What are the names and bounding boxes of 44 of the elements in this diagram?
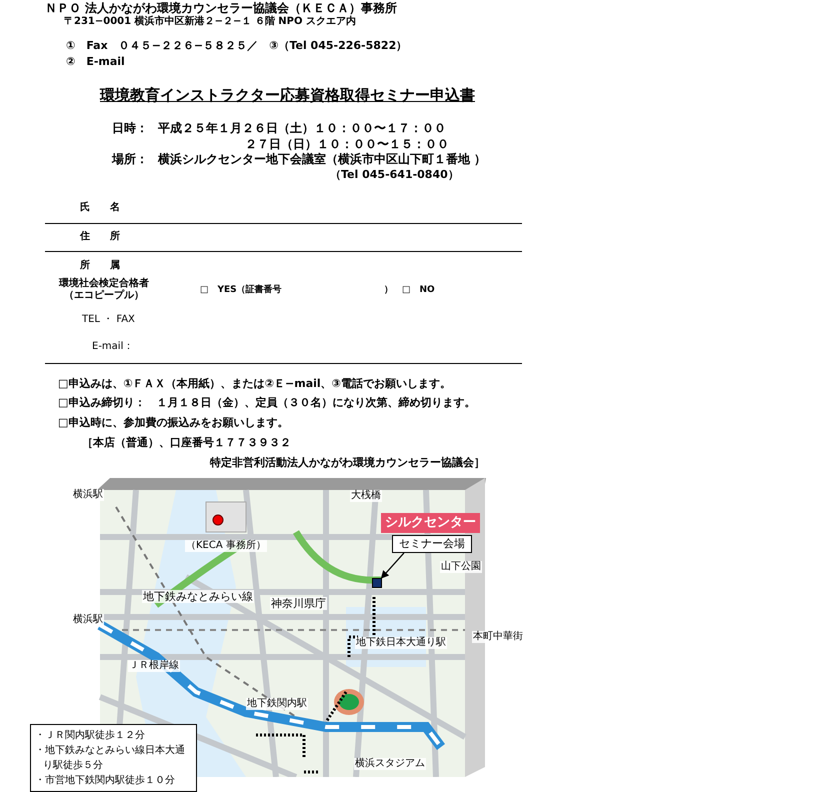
map-label: 神奈川県庁 (270, 597, 327, 610)
title: 環境教育インストラクター応募資格取得セミナー申込書 (100, 86, 475, 104)
text: 〒231−0001 横浜市中区新港２−２−１ ６階 NPO スクエア内 (64, 16, 356, 28)
map-label: 地下鉄日本大通り駅 (355, 637, 447, 649)
map-label: 大桟橋 (350, 490, 382, 502)
map-label: 山下公園 (440, 561, 482, 573)
field-label: 日時： (112, 121, 148, 136)
text: ［本店（普通）、口座番号１７７３９３２ (82, 436, 291, 450)
text: □申込みは、①ＦＡＸ（本用紙）、または②Ｅ−mail、③電話でお願いします。 (58, 377, 451, 390)
form-label: TEL ・ FAX (82, 314, 135, 326)
walking-note: ・ＪＲ関内駅徒歩１２分 (35, 728, 146, 743)
info-box (30, 724, 197, 792)
map-label: 横浜駅 (72, 489, 104, 501)
map-label: 本町中華街 (472, 631, 524, 643)
text: □申込時に、参加費の振込みをお願いします。 (58, 416, 288, 430)
form-label: 所 属 (80, 260, 120, 272)
text: ① Fax ０４５−２２６−５８２５／ ③（Tel 045-226-5822） (66, 39, 408, 52)
map-label: 地下鉄関内駅 (246, 698, 308, 710)
callout-box: セミナー会場 (392, 535, 472, 553)
form-label: 氏 名 (80, 202, 120, 214)
form-label: □ YES（証書番号 (200, 285, 282, 296)
map-label: （KECA 事務所） (185, 540, 267, 552)
form-label: E-mail： (92, 341, 134, 353)
text: ② E-mail (66, 55, 125, 68)
form-label: ） □ NO (384, 285, 435, 296)
field-label: 場所： (112, 152, 148, 166)
walking-note: ・市営地下鉄関内駅徒歩１０分 (35, 774, 176, 788)
form-label: 住 所 (80, 231, 120, 243)
venue-marker (372, 578, 382, 588)
map-label: 横浜駅 (72, 614, 104, 626)
text: （Tel 045-641-0840） (330, 168, 459, 182)
text: 平成２５年１月２６日（土）１０：００〜１７：００ (158, 121, 446, 136)
map-label: ＪＲ根岸線 (128, 660, 180, 672)
walking-note: ・地下鉄みなとみらい線日本大通り駅徒歩５分 (35, 744, 186, 773)
text: 横浜シルクセンター地下会議室（横浜市中区山下町１番地 ） (158, 152, 486, 166)
heading-text: ＮＰＯ 法人かながわ環境カウンセラー協議会（ＫＥＣＡ）事務所 (45, 1, 398, 15)
building-sign: シルクセンター (381, 513, 480, 533)
form-label: 環境社会検定合格者（エコピープル） (58, 278, 150, 302)
map-label: 横浜スタジアム (354, 758, 426, 770)
text: 特定非営利活動法人かながわ環境カウンセラー協議会］ (210, 456, 485, 470)
text: ２７日（日）１０：００〜１５：００ (245, 137, 449, 152)
leader-arrow (380, 552, 404, 579)
map-label: 地下鉄みなとみらい線 (142, 590, 254, 604)
text: □申込み締切り： １月１８日（金）、定員（３０名）になり次第、締め切ります。 (58, 396, 476, 410)
